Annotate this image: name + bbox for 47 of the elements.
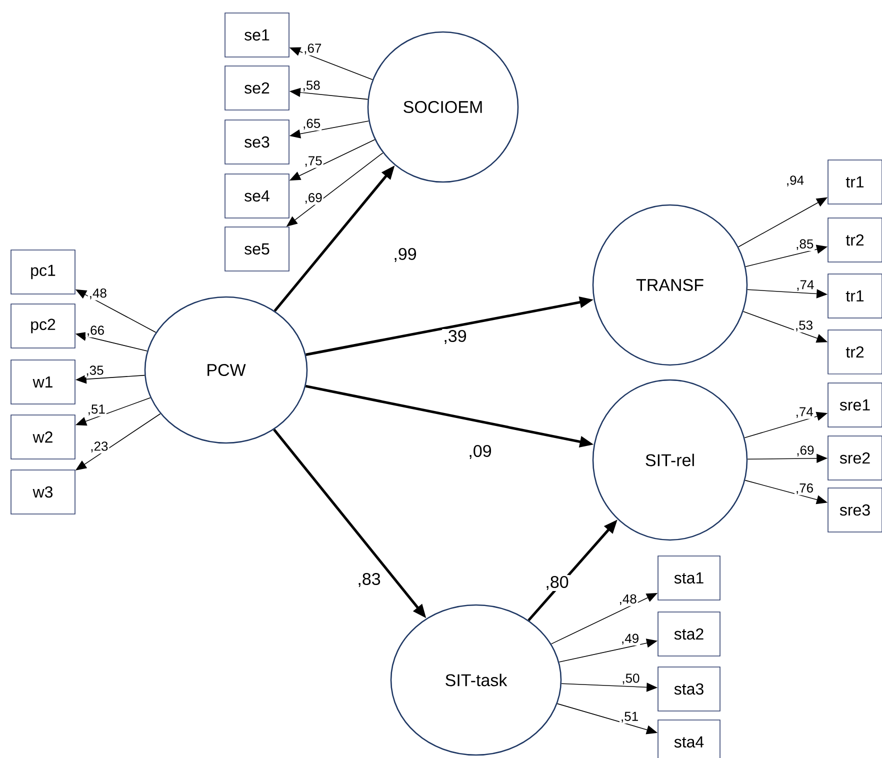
edge-label: ,94 — [784, 174, 806, 188]
edge-label: ,80 — [544, 574, 570, 592]
edge-label: ,85 — [794, 238, 815, 252]
indicator-box: se5 — [224, 226, 290, 272]
edge-label: ,35 — [84, 364, 105, 378]
edge-label: ,65 — [302, 118, 322, 131]
edge-label: ,58 — [301, 80, 322, 92]
indicator-box: sta3 — [658, 666, 720, 712]
edge-label: ,48 — [618, 593, 638, 606]
edge-label: ,51 — [86, 404, 106, 416]
edge-label: ,69 — [303, 192, 324, 205]
edge-label: ,99 — [392, 246, 418, 264]
indicator-box: sre1 — [828, 382, 882, 428]
indicator-box: tr1 — [828, 160, 882, 204]
indicator-box: w3 — [10, 470, 76, 514]
indicator-box: w2 — [10, 414, 76, 460]
edge-label: ,67 — [302, 42, 323, 56]
edge-label: ,74 — [795, 279, 816, 292]
edge-label: ,09 — [467, 444, 493, 460]
edge-label: ,49 — [620, 632, 640, 646]
edge-label: ,75 — [303, 155, 324, 168]
indicator-box: se1 — [224, 12, 290, 58]
indicator-box: sta4 — [658, 720, 720, 758]
indicator-box: se2 — [224, 66, 290, 110]
indicator-box: se3 — [224, 120, 290, 164]
indicator-box: pc1 — [10, 250, 76, 294]
indicator-box: tr2 — [828, 330, 882, 374]
indicator-box: tr1 — [828, 274, 882, 318]
indicator-box: sre3 — [828, 488, 882, 532]
indicator-box: sre2 — [828, 436, 882, 480]
edge-label: ,48 — [88, 287, 108, 300]
edge-label: ,66 — [85, 324, 106, 338]
edge-label: ,76 — [794, 482, 815, 496]
indicator-box: pc2 — [10, 304, 76, 348]
indicator-box: se4 — [224, 174, 290, 218]
edge-label: ,83 — [356, 572, 382, 588]
edge-label: ,69 — [795, 444, 816, 458]
edge-label: ,53 — [794, 320, 814, 332]
indicator-box: tr2 — [828, 218, 882, 262]
edge-label: ,74 — [794, 406, 814, 419]
edge-label: ,23 — [89, 440, 110, 454]
indicator-box: sta1 — [658, 556, 720, 600]
edge-label: ,50 — [620, 672, 641, 686]
edge-label: ,39 — [442, 328, 468, 346]
indicator-box: w1 — [10, 360, 76, 404]
edge-label: ,51 — [620, 710, 640, 724]
indicator-box: sta2 — [658, 612, 720, 656]
